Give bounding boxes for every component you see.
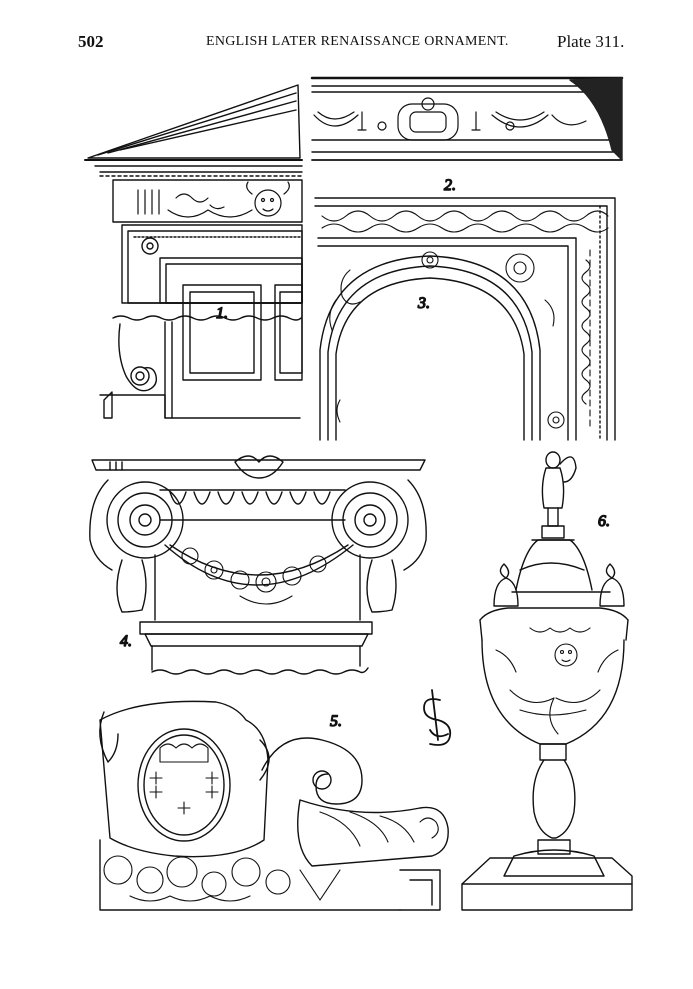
- heraldic-cartouche-scroll-icon: 5.: [99, 700, 449, 911]
- figure-number-5: 5.: [330, 713, 342, 730]
- ornate-covered-cup-icon: 6.: [461, 451, 633, 911]
- figure-number-3: 3.: [417, 295, 430, 312]
- ionic-capital-garland-icon: 4.: [89, 455, 427, 675]
- figure-number-2: 2.: [444, 177, 456, 194]
- running-title: ENGLISH LATER RENAISSANCE ORNAMENT.: [206, 34, 509, 49]
- figure-number-6: 6.: [598, 513, 610, 530]
- carved-frieze-swags-icon: 2.: [310, 76, 624, 195]
- figure-number-1: 1.: [216, 305, 228, 322]
- artist-monogram-icon: [423, 689, 452, 746]
- carved-archway-icon: 3.: [314, 197, 616, 441]
- plate-label: Plate 311.: [557, 32, 625, 51]
- figure-number-4: 4.: [120, 633, 132, 650]
- classical-doorcase-pediment-icon: [84, 84, 303, 419]
- page-header: 502 ENGLISH LATER RENAISSANCE ORNAMENT. …: [0, 32, 693, 56]
- page-number: 502: [78, 32, 104, 51]
